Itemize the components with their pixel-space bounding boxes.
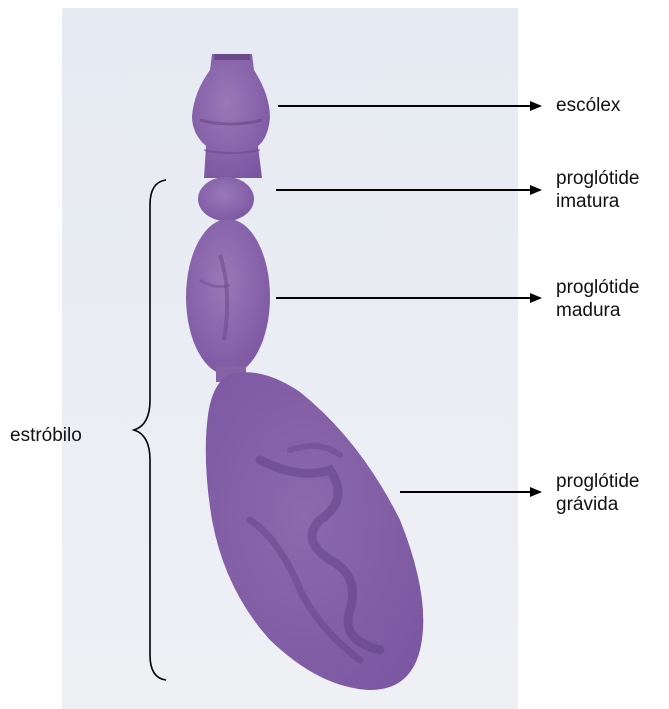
label-mature-proglottid: proglótide madura bbox=[556, 276, 639, 322]
label-immature-line2: imatura bbox=[556, 190, 639, 213]
proglottid-immature bbox=[198, 177, 254, 221]
label-gravid-line1: proglótide bbox=[556, 470, 639, 493]
label-scolex-text: escólex bbox=[556, 94, 620, 117]
label-mature-line1: proglótide bbox=[556, 276, 639, 299]
label-scolex: escólex bbox=[556, 94, 620, 117]
proglottid-mature bbox=[186, 219, 270, 375]
label-strobilus-text: estróbilo bbox=[10, 424, 82, 447]
label-strobilus: estróbilo bbox=[10, 424, 82, 447]
label-immature-proglottid: proglótide imatura bbox=[556, 167, 639, 213]
label-gravid-proglottid: proglótide grávida bbox=[556, 470, 639, 516]
label-immature-line1: proglótide bbox=[556, 167, 639, 190]
label-gravid-line2: grávida bbox=[556, 493, 639, 516]
label-mature-line2: madura bbox=[556, 299, 639, 322]
